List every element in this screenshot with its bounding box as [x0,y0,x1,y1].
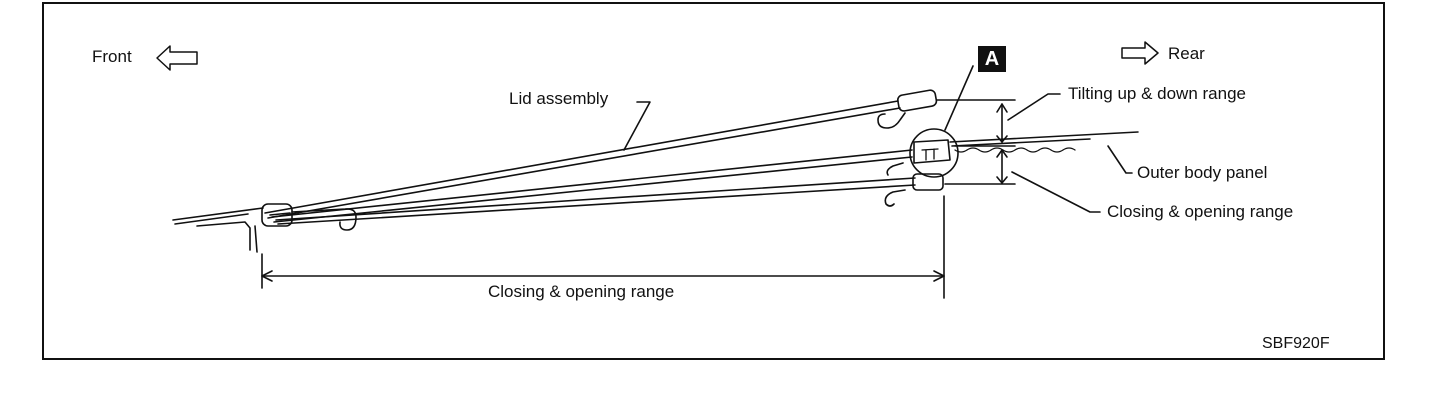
outer-panel-leader [1107,145,1133,174]
outer-body-panel-label: Outer body panel [1137,163,1268,182]
lid-closed [271,139,951,223]
rear-label: Rear [1168,44,1205,63]
front-arrow-icon [156,45,198,71]
callout-a-circle [909,128,959,178]
lid-assembly-label: Lid assembly [509,89,609,108]
closing-range-leader [1011,171,1101,213]
figure-code: SBF920F [1262,335,1330,352]
tilting-range-dimension [936,99,1016,185]
callout-a-badge: A [978,46,1006,72]
tilting-range-leader [1007,93,1061,121]
lid-front-end [261,203,357,231]
bottom-range-dimension [261,195,945,299]
closing-range-label-bottom: Closing & opening range [488,282,675,301]
lid-tilted-up [264,89,938,219]
tilting-range-label: Tilting up & down range [1068,84,1246,103]
outer-body-panel [949,131,1139,153]
diagram-frame [42,2,1385,360]
lid-slid-open [275,173,944,225]
lid-assembly-leader [623,101,651,151]
callout-a-leader [944,65,974,131]
rear-arrow-icon [1121,41,1159,65]
front-label: Front [92,47,132,66]
front-roof-panel [172,207,264,253]
closing-range-label-right: Closing & opening range [1107,202,1294,221]
